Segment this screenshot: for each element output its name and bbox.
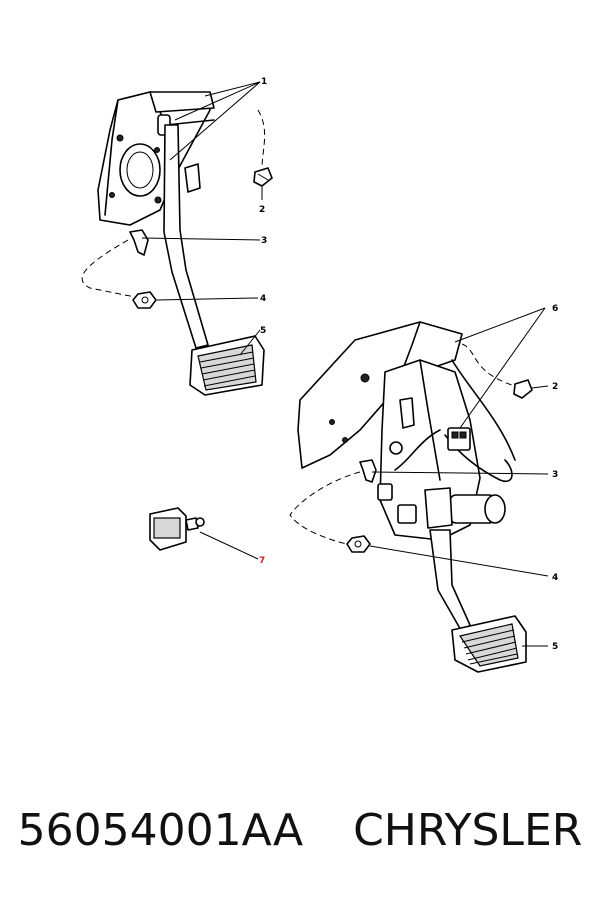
brand-name: CHRYSLER <box>353 804 583 856</box>
callout-5-upper: 5 <box>260 326 266 336</box>
switch-part-7 <box>149 507 259 560</box>
part-caption: 56054001AA CHRYSLER <box>0 790 600 870</box>
callout-7: 7 <box>259 556 265 566</box>
lower-pedal-assembly <box>289 307 549 673</box>
callout-5-lower: 5 <box>552 642 558 652</box>
part-number: 56054001AA <box>17 804 304 856</box>
callout-3-upper: 3 <box>261 236 267 246</box>
callout-1: 1 <box>261 77 267 87</box>
pedal-assembly-diagram: 1 2 3 4 5 6 2 3 4 5 7 <box>81 77 558 673</box>
callout-4-upper: 4 <box>260 294 266 304</box>
callout-3-lower: 3 <box>552 470 558 480</box>
upper-pedal-assembly <box>81 81 273 396</box>
callout-2-lower: 2 <box>552 382 558 392</box>
callout-2-upper: 2 <box>259 205 265 215</box>
callout-4-lower: 4 <box>552 573 558 583</box>
callout-6: 6 <box>552 304 558 314</box>
